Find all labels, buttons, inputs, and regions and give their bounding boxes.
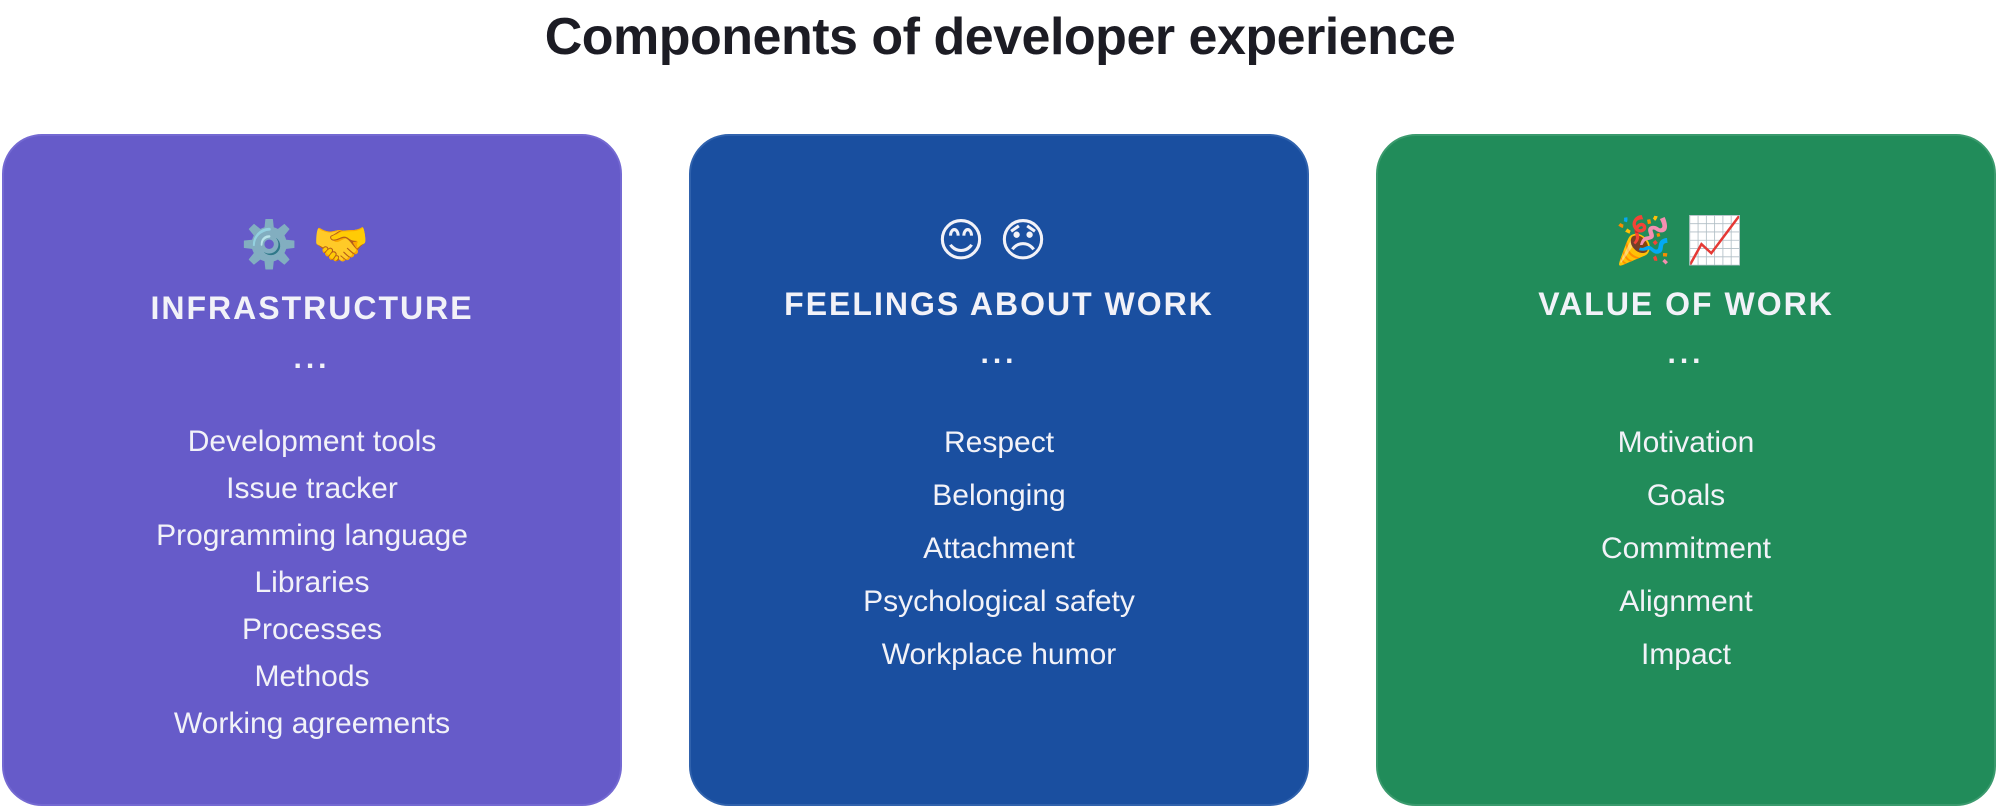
page-title: Components of developer experience <box>544 8 1456 66</box>
list-item: Libraries <box>254 566 370 599</box>
list-item: Programming language <box>156 519 468 552</box>
handshake-icon: 🤝 <box>312 217 384 271</box>
chart-increasing-icon: 📈 <box>1686 213 1758 267</box>
value-icons: 🎉📈 <box>1378 212 1994 268</box>
list-item: Impact <box>1640 638 1732 671</box>
gear-icon: ⚙️ <box>240 217 312 271</box>
card-infrastructure: ⚙️🤝 INFRASTRUCTURE ... Development tools… <box>2 134 622 806</box>
list-item: Goals <box>1646 479 1726 512</box>
list-item: Workplace humor <box>881 638 1117 671</box>
card-heading: VALUE OF WORK <box>1538 286 1834 322</box>
list-item: Psychological safety <box>863 585 1135 618</box>
party-popper-icon: 🎉 <box>1614 213 1686 267</box>
list-item: Alignment <box>1619 585 1753 618</box>
feelings-icons: 😊😞 <box>691 212 1307 268</box>
list-item: Respect <box>943 426 1055 459</box>
ellipsis: ... <box>980 337 1018 370</box>
card-heading: INFRASTRUCTURE <box>150 290 474 326</box>
disappointed-face-icon: 😞 <box>999 213 1061 267</box>
list-item: Working agreements <box>173 707 451 740</box>
list-item: Methods <box>254 660 370 693</box>
card-feelings-about-work: 😊😞 FEELINGS ABOUT WORK ... Respect Belon… <box>689 134 1309 806</box>
item-list: Motivation Goals Commitment Alignment Im… <box>1378 416 1994 681</box>
list-item: Motivation <box>1617 426 1755 459</box>
card-heading: FEELINGS ABOUT WORK <box>784 286 1214 322</box>
list-item: Development tools <box>187 425 437 458</box>
infrastructure-icons: ⚙️🤝 <box>4 216 620 272</box>
list-item: Processes <box>241 613 383 646</box>
list-item: Issue tracker <box>226 472 398 505</box>
smiling-face-icon: 😊 <box>937 213 999 267</box>
ellipsis: ... <box>293 342 331 375</box>
item-list: Development tools Issue tracker Programm… <box>4 418 620 747</box>
ellipsis: ... <box>1667 337 1705 370</box>
list-item: Belonging <box>932 479 1066 512</box>
card-value-of-work: 🎉📈 VALUE OF WORK ... Motivation Goals Co… <box>1376 134 1996 806</box>
item-list: Respect Belonging Attachment Psychologic… <box>691 416 1307 681</box>
list-item: Commitment <box>1600 532 1772 565</box>
list-item: Attachment <box>923 532 1075 565</box>
